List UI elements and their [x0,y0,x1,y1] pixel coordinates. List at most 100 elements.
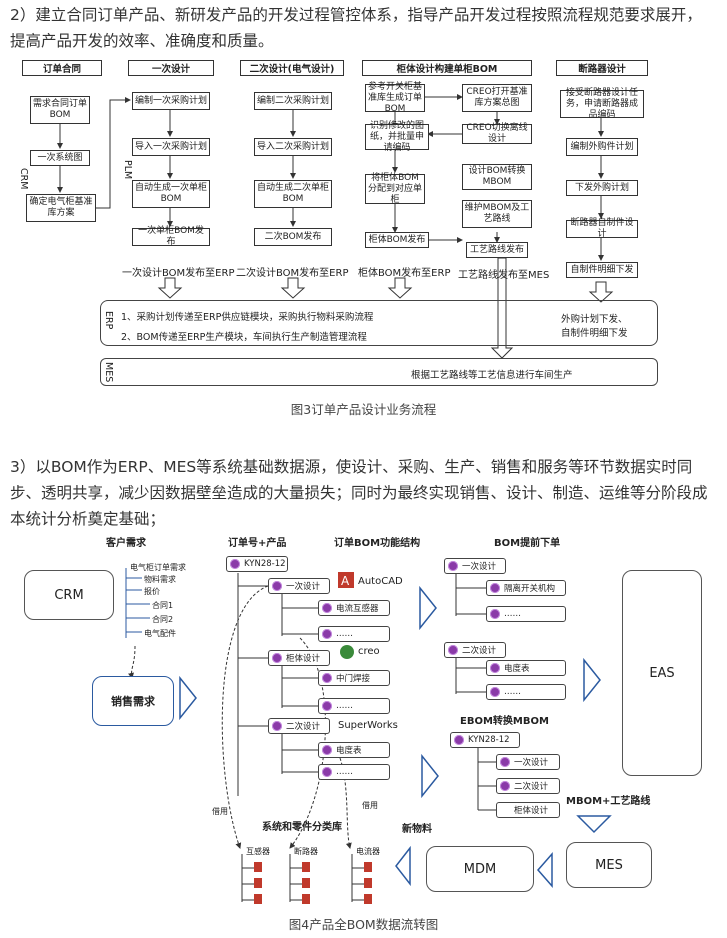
figure-4: A 客户需求 订单号+产品 订单BOM功能结构 BOM提前下单 CRM 电气柜订… [0,528,727,938]
order-root-node: KYN28-12 [226,556,288,572]
f4-title-advance: BOM提前下单 [494,538,561,549]
mdm-box: MDM [426,846,534,892]
step-purchase-plan: 编制外购件计划 [566,138,638,156]
step-route-publish: 工艺路线发布 [466,242,528,258]
step-baseline-scheme: 确定电气柜基准库方案 [26,194,96,222]
label-first-publish-erp: 一次设计BOM发布至ERP [122,268,235,279]
tool-autocad: AutoCAD [358,576,403,587]
step-creo-offline: CREO切换离线设计 [462,123,532,144]
step-bom-to-mbom: 设计BOM转换MBOM [462,164,532,190]
step-second-plan: 编制二次采购计划 [254,92,332,110]
tree-node-door: 中门焊接 [318,670,390,686]
f4-title-order: 订单号+产品 [228,538,287,549]
step-selfmade-issue: 自制件明细下发 [566,262,638,278]
step-issue-purchase: 下发外购计划 [566,180,638,196]
tree-node-ct: 电流互感器 [318,600,390,616]
crm-box: CRM [24,570,114,620]
gear-icon [322,629,332,639]
gear-icon [230,559,240,569]
step-first-import: 导入一次采购计划 [132,138,210,156]
step-creo-open: CREO打开基准库方案总图 [462,84,532,112]
eas-box: EAS [622,570,702,776]
gear-icon [500,757,510,767]
paragraph-1: 2）建立合同订单产品、新研发产品的开发过程管控体系，指导产品开发过程按照流程规范… [10,6,702,50]
tree-node-first: 一次设计 [268,578,330,594]
gear-icon [490,583,500,593]
tree-node-cabinet: 柜体设计 [268,650,330,666]
tree-label-first: 一次设计 [286,582,321,592]
adv-label-more-1: …… [504,609,521,619]
sales-demand-box: 销售需求 [92,676,174,726]
header-first-design: 一次设计 [128,60,214,76]
step-assign-cabinet: 将柜体BOM分配到对应单柜 [365,173,425,205]
mbom-root-node: KYN28-12 [450,732,520,748]
mbom-node-second: 二次设计 [496,778,560,794]
side-label-crm: CRM [18,168,29,190]
step-first-publish: 一次单柜BOM发布 [132,226,210,247]
gear-icon [490,687,500,697]
mbom-route-label: MBOM+工艺路线 [566,796,651,807]
gear-icon [322,603,332,613]
header-cabinet-design: 柜体设计构建单柜BOM [362,60,532,76]
gear-icon [322,745,332,755]
tree-node-meter: 电度表 [318,742,390,758]
tool-superworks: SuperWorks [338,720,398,731]
gear-icon [454,735,464,745]
figure-3-connectors [57,94,614,359]
step-identify-drawings: 识别修改的图纸，并批量申请编码 [365,121,429,153]
mbom-label-first: 一次设计 [514,758,549,768]
erp-box: ERP 1、采购计划传递至ERP供应链模块，采购执行物料采购流程 2、BOM传递… [100,300,658,346]
erp-right-1: 外购计划下发、 [561,314,628,325]
lib-item-1: 断路器 [294,847,318,856]
mbom-node-cabinet: 柜体设计 [496,802,560,818]
tree-node-second: 二次设计 [268,718,330,734]
step-maintain-mbom: 维护MBOM及工艺路线 [462,200,532,228]
step-second-import: 导入二次采购计划 [254,138,332,156]
adv-node-meter: 电度表 [486,660,566,676]
tree-label-ct: 电流互感器 [336,604,379,614]
gear-icon [490,663,500,673]
adv-node-more-1: …… [486,606,566,622]
mbom-label-second: 二次设计 [514,782,549,792]
step-first-plan: 编制一次采购计划 [132,92,210,110]
gear-icon [490,609,500,619]
adv-label-isolator: 隔离开关机构 [504,584,556,594]
ebom-title: EBOM转换MBOM [460,716,549,727]
mes-box: MES 根据工艺路线等工艺信息进行车间生产 [100,358,658,386]
mes-text: 根据工艺路线等工艺信息进行车间生产 [411,370,573,381]
gear-icon [448,561,458,571]
tree-label-more-1: …… [336,629,353,639]
tool-creo: creo [358,646,380,657]
crm-doc-1: 物料需求 [144,575,176,584]
crm-doc-0: 电气柜订单需求 [130,563,186,572]
figure-3-caption: 图3订单产品设计业务流程 [290,402,437,417]
side-label-erp: ERP [103,311,114,330]
header-second-design: 二次设计(电气设计) [240,60,344,76]
step-ref-baseline: 参考开关柜基准库生成订单BOM [365,82,425,114]
step-first-autogen: 自动生成一次单柜BOM [132,180,210,208]
gear-icon [272,653,282,663]
erp-right-2: 自制件明细下发 [561,328,628,339]
tree-node-more-2: …… [318,698,390,714]
step-second-autogen: 自动生成二次单柜BOM [254,180,332,208]
mes-box-f4: MES [566,842,652,888]
step-second-publish: 二次BOM发布 [254,228,332,246]
adv-node-isolator: 隔离开关机构 [486,580,566,596]
crm-doc-2: 报价 [144,587,160,596]
label-second-publish-erp: 二次设计BOM发布至ERP [236,268,349,279]
svg-text:A: A [341,574,350,588]
gear-icon [500,781,510,791]
step-primary-diagram: 一次系统图 [30,150,90,166]
header-order-contract: 订单合同 [22,60,102,76]
paragraph-2: 3）以BOM作为ERP、MES等系统基础数据源，使设计、采购、生产、销售和服务等… [10,458,708,528]
tree-label-more-3: …… [336,767,353,777]
gear-icon [272,721,282,731]
lib-item-0: 互感器 [246,847,270,856]
adv-node-first: 一次设计 [444,558,506,574]
adv-node-more-2: …… [486,684,566,700]
new-material-label: 新物料 [402,824,432,835]
tree-label-cabinet: 柜体设计 [286,654,321,664]
gear-icon [322,767,332,777]
crm-doc-5: 电气配件 [144,629,176,638]
side-label-plm: PLM [122,160,133,180]
